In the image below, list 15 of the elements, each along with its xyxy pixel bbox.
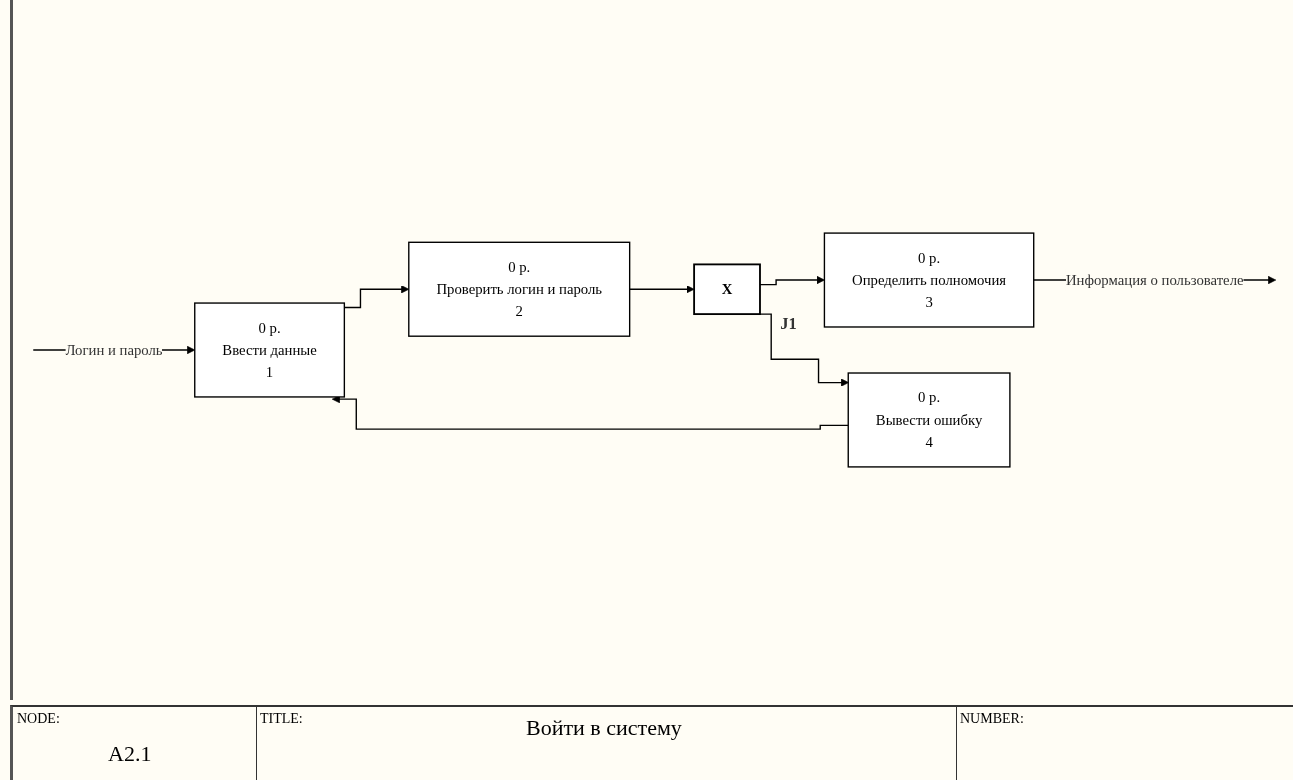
arrow	[331, 395, 849, 430]
edge-label: Информация о пользователе	[1065, 271, 1244, 288]
field-caption: NODE:	[17, 711, 60, 727]
field-value: Войти в систему	[526, 715, 682, 741]
field-caption: NUMBER:	[960, 711, 1024, 727]
node-box: 0 р. Ввести данные 1	[194, 302, 346, 398]
junction-label: J1	[780, 313, 797, 333]
node-number: A2.1	[108, 741, 152, 767]
node-box: 0 р. Вывести ошибку 4	[847, 372, 1011, 468]
arrow	[759, 276, 825, 286]
field-caption: TITLE:	[260, 711, 303, 727]
node-box: X	[693, 263, 761, 316]
edge-label: Логин и пароль	[65, 341, 163, 358]
node-box: 0 р. Определить полномочия 3	[823, 232, 1035, 328]
node-box: 0 р. Проверить логин и пароль 2	[408, 241, 631, 337]
